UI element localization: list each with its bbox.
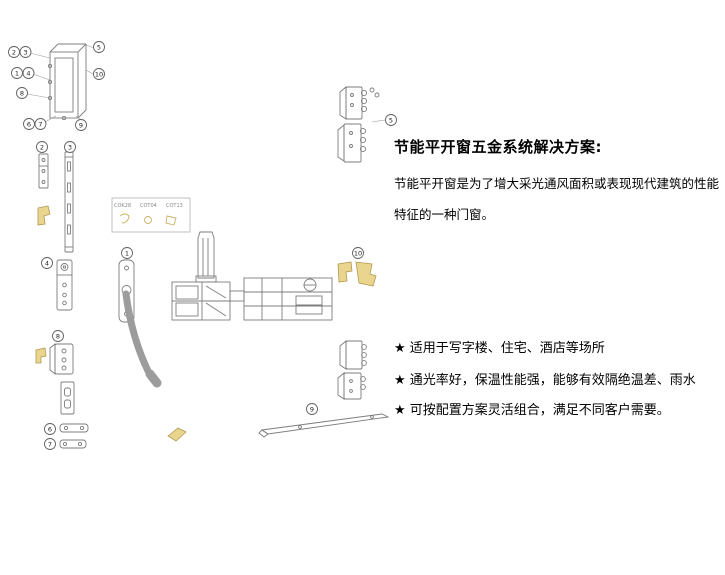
svg-text:9: 9 [310, 405, 314, 413]
callout-frame-7: 7 [34, 118, 47, 130]
part-hinge [56, 259, 73, 311]
svg-text:10: 10 [95, 70, 103, 78]
svg-text:8: 8 [56, 332, 60, 340]
callout-part-9: 9 [306, 403, 318, 415]
callout-frame-10: 10 [93, 68, 105, 80]
accessory-glyphs [119, 213, 177, 226]
window-frame-3d [47, 43, 87, 121]
part-yellow-clip-c [167, 427, 187, 442]
part-slide-bar [258, 413, 390, 438]
part-yellow-clip-a [37, 205, 51, 226]
feature-item-1: ★ 适用于写字楼、住宅、酒店等场所 [394, 341, 605, 356]
svg-text:6: 6 [48, 425, 52, 433]
part-keeper-6 [59, 423, 89, 433]
svg-text:7: 7 [38, 120, 42, 128]
leader-lines [26, 44, 386, 123]
part-striker-plate [60, 381, 75, 415]
part-corner-drive [38, 153, 49, 189]
feature-item-3: ★ 可按配置方案灵活组合，满足不同客户需要。 [394, 403, 670, 418]
svg-text:3: 3 [68, 143, 72, 151]
svg-text:4: 4 [26, 69, 30, 77]
svg-text:10: 10 [354, 249, 362, 257]
profile-cross-section [171, 231, 333, 321]
part-handle [118, 259, 162, 388]
part-hinge-stack-bottom [337, 340, 367, 400]
callout-part-4: 4 [41, 257, 53, 269]
callout-frame-4: 4 [22, 67, 35, 79]
code-label-3: COT13 [166, 203, 183, 209]
svg-text:2: 2 [12, 48, 16, 56]
part-hinge-stack-top [337, 86, 380, 163]
code-label-2: COT04 [140, 203, 157, 209]
callout-part-3: 3 [64, 141, 76, 153]
callout-frame-2: 2 [8, 46, 20, 58]
callout-part-7: 7 [44, 438, 56, 450]
svg-text:9: 9 [79, 121, 83, 129]
callout-frame-5: 5 [93, 41, 105, 53]
part-yellow-clip-b [35, 347, 47, 364]
page-title: 节能平开窗五金系统解决方案: [394, 138, 602, 156]
svg-text:4: 4 [45, 259, 49, 267]
svg-text:3: 3 [23, 48, 27, 56]
code-label-1: COK28 [114, 203, 131, 209]
part-keeper-7 [59, 439, 87, 449]
callout-frame-9: 9 [75, 119, 87, 131]
callout-frame-1: 1 [11, 67, 23, 79]
feature-item-2: ★ 通光率好，保温性能强，能够有效隔绝温差、雨水 [394, 373, 696, 388]
part-yellow-pair-10 [337, 261, 377, 287]
svg-text:7: 7 [48, 440, 52, 448]
description-line-2: 特征的一种门窗。 [394, 207, 495, 222]
callout-part-6: 6 [44, 423, 56, 435]
svg-text:5: 5 [389, 116, 393, 124]
svg-text:5: 5 [97, 43, 101, 51]
callout-part-1: 1 [121, 247, 133, 259]
callout-frame-8: 8 [16, 87, 28, 99]
callout-frame-6: 6 [23, 118, 35, 130]
part-lock-rod [64, 151, 74, 253]
callout-part-2: 2 [36, 141, 48, 153]
svg-text:8: 8 [20, 89, 24, 97]
svg-text:1: 1 [15, 69, 19, 77]
callout-part-8: 8 [52, 330, 64, 342]
part-bracket [49, 343, 74, 375]
svg-text:6: 6 [27, 120, 31, 128]
callout-part-10: 10 [352, 247, 364, 259]
description-line-1: 节能平开窗是为了增大采光通风面积或表现现代建筑的性能 [394, 176, 720, 191]
callout-frame-3: 3 [19, 46, 32, 58]
svg-text:2: 2 [40, 143, 44, 151]
accessory-code-box [111, 197, 191, 233]
svg-text:1: 1 [125, 249, 129, 257]
callout-part-5: 5 [385, 114, 397, 126]
